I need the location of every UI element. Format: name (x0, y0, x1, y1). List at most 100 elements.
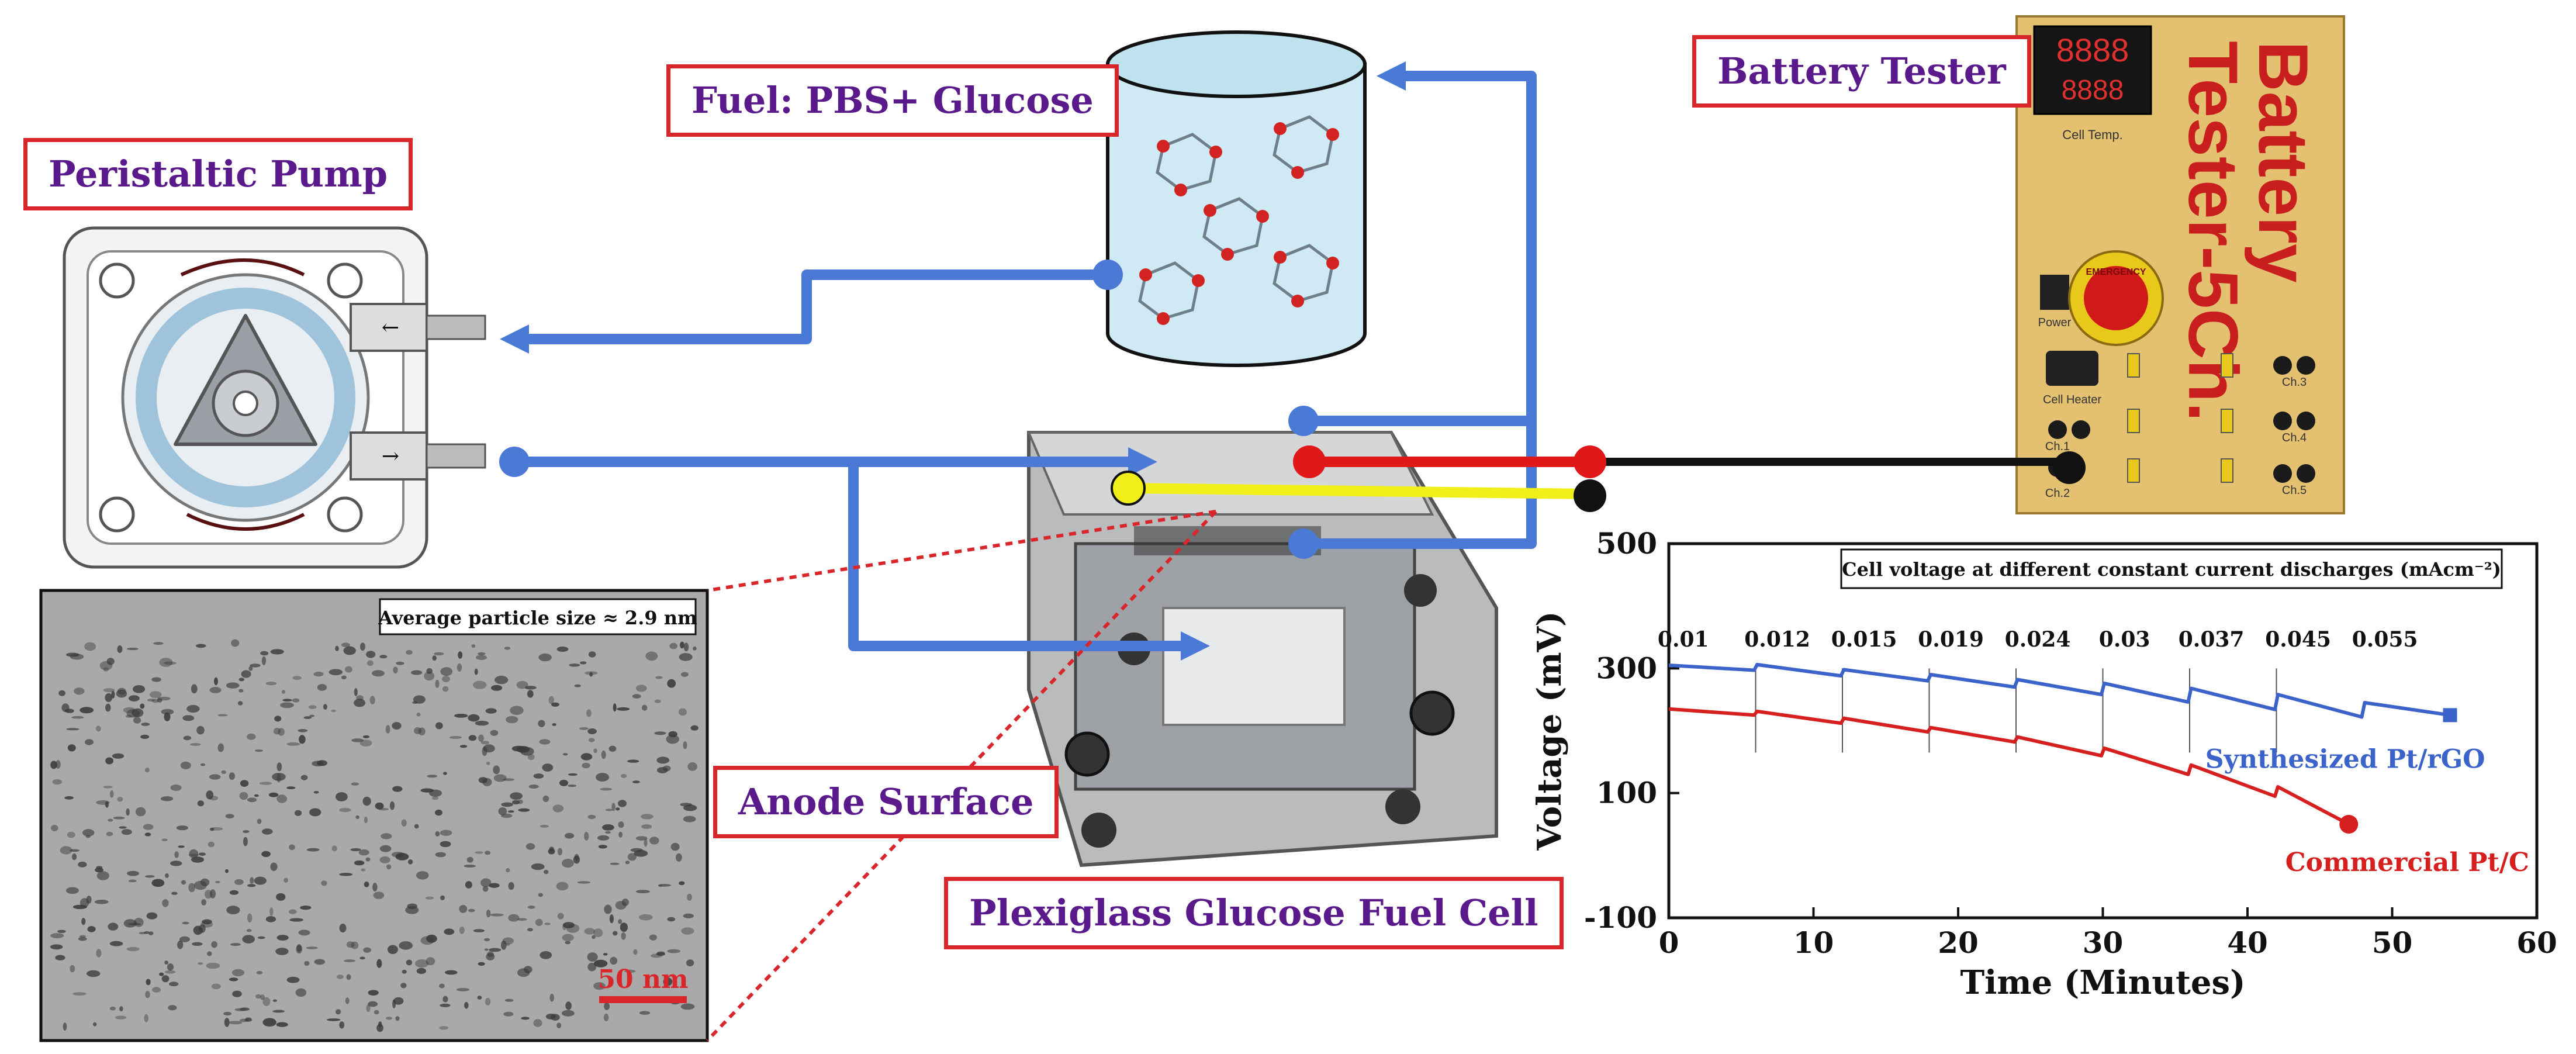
particle (484, 948, 489, 951)
particle (151, 987, 161, 993)
particle (468, 908, 475, 913)
particle (679, 653, 693, 661)
particle (247, 733, 256, 740)
particle (550, 1014, 560, 1021)
particle (444, 928, 455, 935)
particle (211, 941, 217, 948)
particle (241, 670, 251, 678)
particle (475, 655, 487, 661)
particle (627, 853, 637, 861)
particle (656, 767, 668, 773)
emergency-button[interactable]: EMERGENCY (2068, 250, 2164, 346)
particle (159, 972, 164, 976)
particle (508, 882, 514, 890)
particle (242, 935, 255, 944)
particle (379, 655, 388, 659)
particle (635, 685, 647, 692)
particle (186, 704, 200, 713)
particle (680, 641, 684, 649)
particle (431, 796, 439, 800)
particle (113, 816, 125, 820)
particle (105, 693, 113, 702)
particle (392, 786, 403, 792)
particle (376, 959, 382, 968)
particle (94, 900, 109, 904)
particle (690, 725, 699, 731)
particle (335, 1009, 341, 1015)
particle (65, 887, 79, 894)
particle (289, 844, 295, 851)
particle (126, 808, 130, 816)
particle (485, 997, 491, 1005)
particle (109, 1006, 116, 1011)
particle (506, 868, 510, 873)
particle (224, 1018, 230, 1027)
cell-temp-label: Cell Temp. (2062, 127, 2123, 142)
particle (306, 946, 318, 949)
particle (313, 791, 319, 794)
particle (473, 680, 487, 689)
particle (56, 760, 61, 769)
y-tick-label: 100 (1596, 776, 1657, 810)
particle (527, 906, 535, 909)
particle (358, 849, 369, 856)
particle (539, 739, 551, 745)
particle (72, 992, 87, 996)
particle (655, 676, 663, 679)
particle (531, 863, 545, 870)
particle (683, 815, 696, 823)
particle (276, 1022, 288, 1027)
particle (506, 716, 518, 724)
particle (604, 904, 612, 914)
particle (416, 967, 427, 974)
particle (354, 699, 365, 707)
particle (119, 1006, 123, 1012)
particle (93, 1022, 97, 1027)
particle (292, 676, 302, 680)
particle (483, 744, 495, 753)
particle (265, 916, 276, 922)
particle (121, 829, 132, 835)
particle (112, 753, 125, 759)
particle (618, 919, 623, 924)
particle (140, 703, 145, 709)
fuel-cell-label: Plexiglass Glucose Fuel Cell (944, 877, 1564, 949)
particle (565, 941, 571, 945)
particle (109, 941, 123, 946)
particle (74, 687, 85, 695)
particle (613, 931, 618, 936)
particle (133, 685, 146, 693)
particle (473, 929, 485, 932)
particle (226, 906, 240, 915)
particle (108, 922, 119, 931)
particle (635, 836, 648, 841)
particle (206, 790, 214, 800)
particle (610, 862, 620, 865)
particle (78, 936, 87, 941)
particle (679, 881, 685, 886)
particle (126, 709, 140, 718)
brand-line-2: Tester-5Ch. (2174, 41, 2252, 421)
particle (372, 883, 378, 891)
particle (161, 975, 170, 983)
micrograph-caption: Average particle size ≈ 2.9 nm (378, 607, 697, 629)
fuel-reservoir (1106, 30, 1367, 367)
particle (603, 953, 608, 956)
particle (586, 709, 592, 717)
particle (402, 969, 407, 974)
peristaltic-pump-label: Peristaltic Pump (23, 138, 413, 210)
particle (375, 802, 384, 810)
particle (60, 846, 72, 855)
current-density-label: 0.055 (2352, 627, 2418, 652)
particle (593, 928, 603, 938)
particle (117, 687, 126, 695)
particle (656, 952, 666, 956)
particle (151, 677, 161, 682)
electrical-wires (1111, 445, 2086, 512)
particle (439, 1026, 448, 1030)
particle (620, 922, 628, 932)
particle (238, 678, 245, 682)
particle (215, 880, 220, 884)
particle (611, 803, 616, 811)
